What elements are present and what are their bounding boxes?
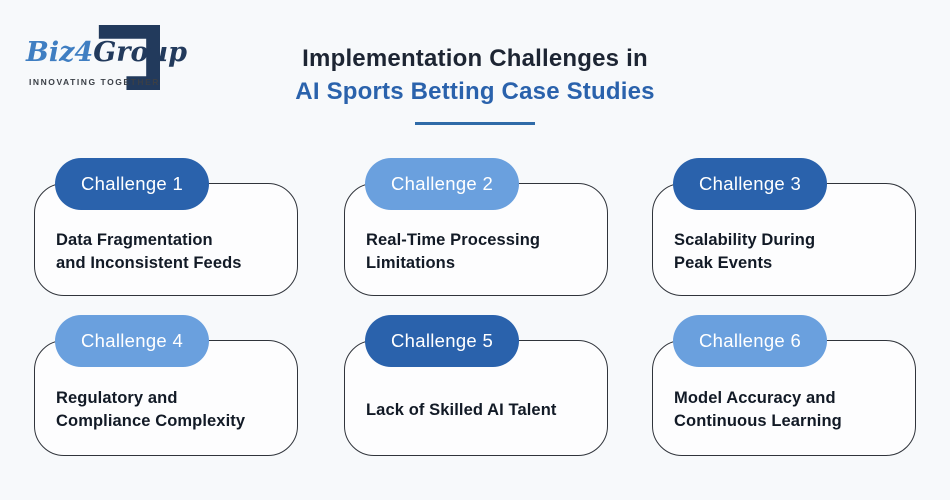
challenge-card-5: Challenge 5 Lack of Skilled AI Talent (344, 315, 608, 456)
logo-tagline: INNOVATING TOGETHER (29, 77, 160, 87)
logo-bracket-icon (98, 25, 160, 90)
logo-text-group: Group (93, 37, 188, 68)
page-title: Implementation Challenges in AI Sports B… (0, 44, 950, 125)
challenge-badge-5: Challenge 5 (365, 315, 520, 367)
logo-text-four: 4 (74, 37, 94, 68)
title-line-2: AI Sports Betting Case Studies (295, 78, 655, 105)
challenge-text-5: Lack of Skilled AI Talent (366, 400, 557, 419)
logo-wordmark: Biz4Group (26, 38, 187, 68)
logo-text-biz: Biz (26, 37, 75, 68)
biz4group-logo: Biz4Group INNOVATING TOGETHER (26, 16, 187, 102)
title-underline (415, 122, 535, 125)
challenge-badge-6: Challenge 6 (673, 315, 828, 367)
challenge-badge-1: Challenge 1 (55, 158, 210, 210)
challenge-badge-4: Challenge 4 (55, 315, 210, 367)
challenge-badge-2: Challenge 2 (365, 158, 520, 210)
challenge-badge-3: Challenge 3 (673, 158, 828, 210)
title-line-1: Implementation Challenges in (302, 45, 648, 72)
